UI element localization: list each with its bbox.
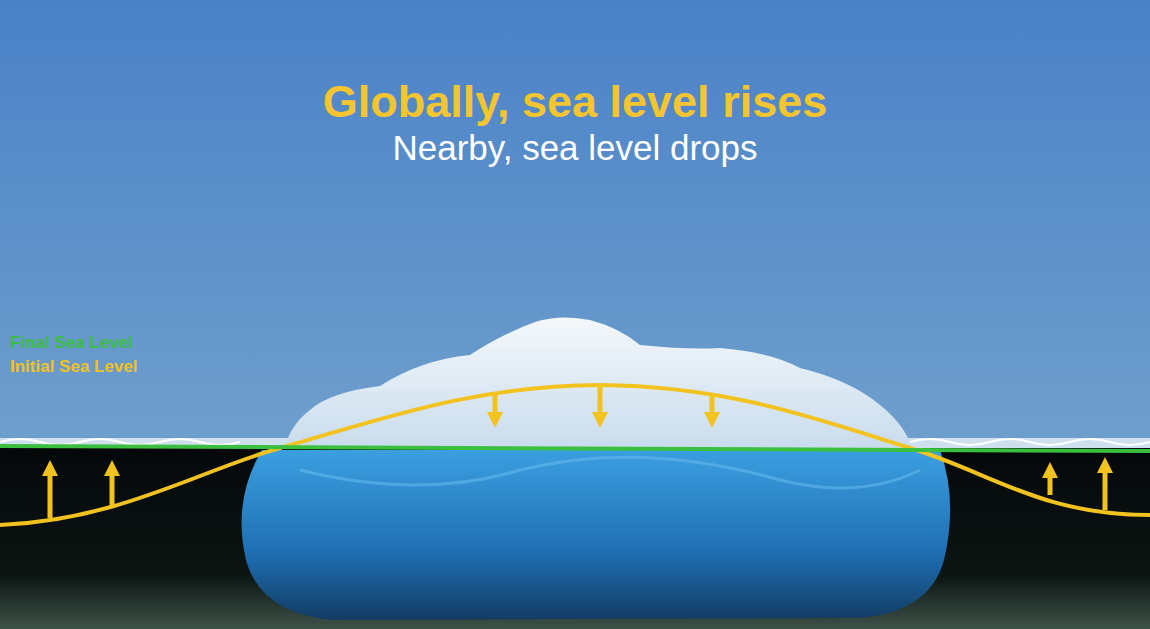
legend-text: Final Sea Level (10, 333, 133, 352)
subtitle-text: Nearby, sea level drops (0, 128, 1150, 168)
legend-entry: Final Sea Level (10, 333, 133, 353)
title-text: Globally, sea level rises (0, 76, 1150, 128)
legend-entry: Initial Sea Level (10, 357, 138, 377)
legend-text: Initial Sea Level (10, 357, 138, 376)
